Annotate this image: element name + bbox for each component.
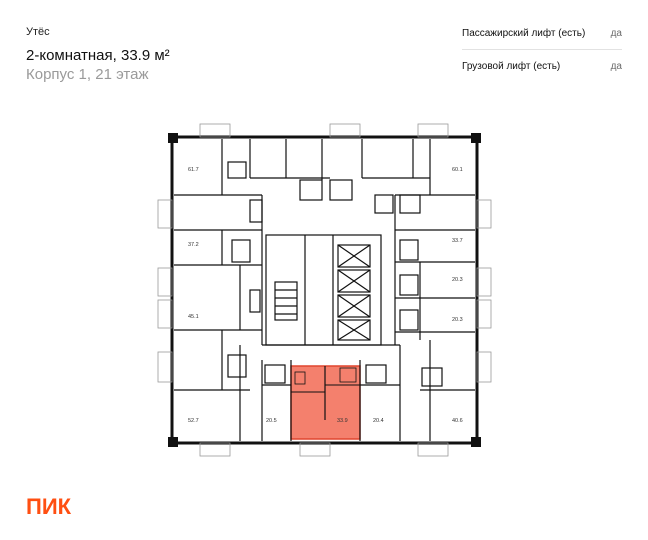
- feature-value: да: [610, 61, 622, 72]
- area-label: 33.7: [452, 238, 463, 244]
- column: [168, 437, 178, 447]
- feature-value: да: [610, 28, 622, 39]
- feature-passenger-lift: Пассажирский лифт (есть) да: [462, 28, 622, 48]
- apartment-title: 2-комнатная, 33.9 м²: [26, 47, 170, 64]
- feature-freight-lift: Грузовой лифт (есть) да: [462, 61, 622, 81]
- project-name: Утёс: [26, 26, 50, 38]
- area-label: 20.4: [373, 418, 384, 424]
- area-label: 61.7: [188, 167, 199, 173]
- area-label: 20.3: [452, 317, 463, 323]
- feature-label: Пассажирский лифт (есть): [462, 28, 586, 39]
- divider: [462, 49, 622, 50]
- area-label: 52.7: [188, 418, 199, 424]
- area-label: 20.3: [452, 277, 463, 283]
- selected-apartment[interactable]: [290, 365, 361, 440]
- area-label: 20.5: [266, 418, 277, 424]
- area-label: 37.2: [188, 242, 199, 248]
- area-label: 45.1: [188, 314, 199, 320]
- column: [471, 437, 481, 447]
- area-label: 40.6: [452, 418, 463, 424]
- column: [471, 133, 481, 143]
- area-label: 60.1: [452, 167, 463, 173]
- column: [168, 133, 178, 143]
- apartment-location: Корпус 1, 21 этаж: [26, 66, 149, 83]
- area-label: 33.9: [337, 418, 348, 424]
- feature-label: Грузовой лифт (есть): [462, 61, 561, 72]
- pik-logo: ПИК: [26, 494, 72, 519]
